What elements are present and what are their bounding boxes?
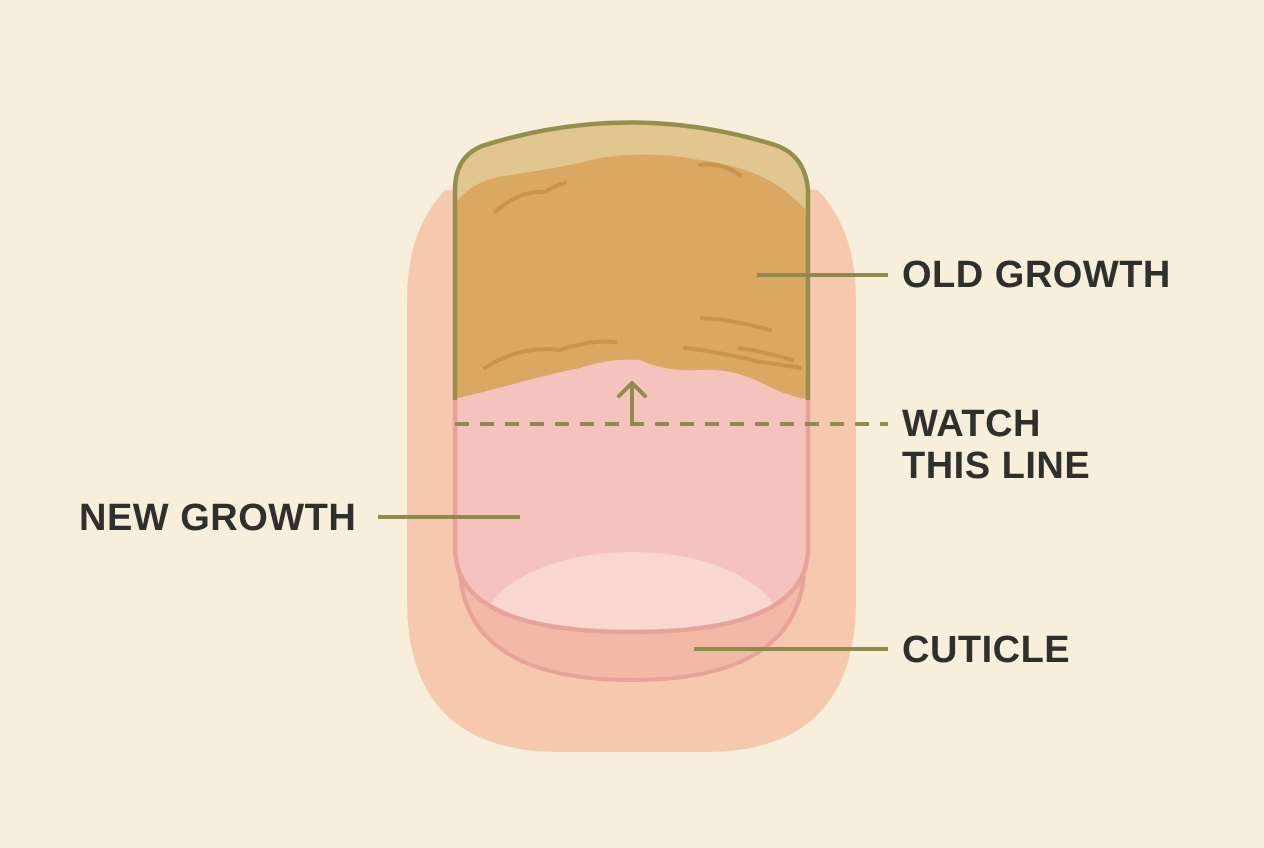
- watch-line-label-line2: THIS LINE: [902, 445, 1091, 487]
- nail-outline-old: [452, 120, 811, 400]
- watch-line-label: WATCH THIS LINE: [902, 403, 1090, 487]
- old-growth-label: OLD GROWTH: [902, 254, 1171, 296]
- arrow-up-icon: [617, 381, 647, 424]
- cuticle-label: CUTICLE: [902, 629, 1071, 671]
- watch-line-label-line1: WATCH: [902, 403, 1041, 445]
- nail-outline-new: [452, 400, 811, 635]
- nail-texture: [483, 162, 802, 370]
- new-growth-label: NEW GROWTH: [79, 497, 357, 539]
- old-growth-area: [455, 154, 808, 400]
